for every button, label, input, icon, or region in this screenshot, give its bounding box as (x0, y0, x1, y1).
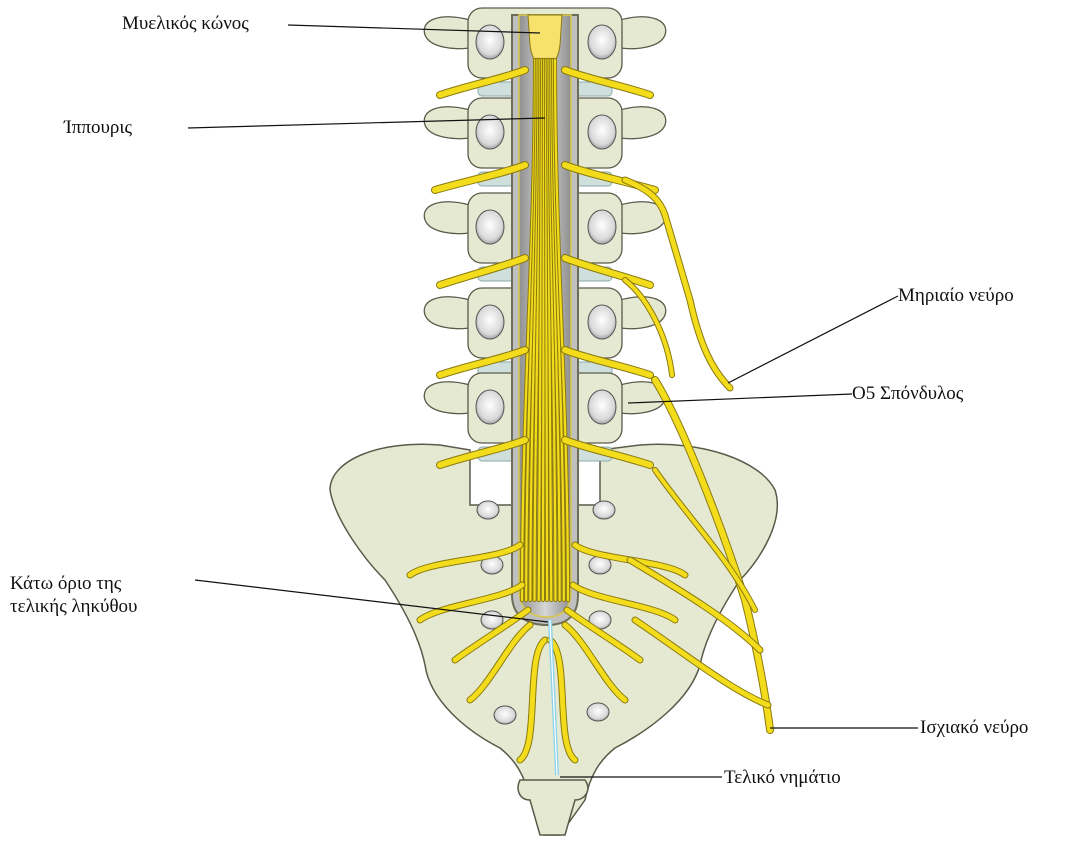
transverse-process-left (424, 17, 470, 49)
pedicle-right (588, 305, 616, 339)
label-sac-limit-line2: τελικής ληκύθου (10, 595, 137, 618)
label-sac-limit-line1: Κάτω όριο της (10, 572, 121, 595)
pedicle-left (476, 305, 504, 339)
leader-femoral (728, 296, 898, 383)
pedicle-right (588, 25, 616, 59)
pedicle-left (476, 210, 504, 244)
label-filum-terminale: Τελικό νημάτιο (724, 766, 841, 789)
transverse-process-right (620, 17, 666, 49)
sacral-foramen (477, 501, 499, 519)
pedicle-right (588, 390, 616, 424)
label-femoral-nerve: Μηριαίο νεύρο (898, 284, 1014, 307)
label-cauda-equina: Ίππουρις (64, 116, 132, 139)
cauda-strand (543, 60, 544, 600)
label-conus-medullaris: Μυελικός κώνος (122, 12, 249, 35)
pedicle-left (476, 390, 504, 424)
transverse-process-left (424, 202, 470, 234)
transverse-process-left (424, 107, 470, 139)
transverse-process-left (424, 382, 470, 414)
sacral-foramen (494, 706, 516, 724)
label-l5-vertebra: Ο5 Σπόνδυλος (852, 382, 963, 405)
transverse-process-right (620, 107, 666, 139)
transverse-process-left (424, 297, 470, 329)
sacral-foramen (587, 703, 609, 721)
pedicle-left (476, 25, 504, 59)
pedicle-right (588, 115, 616, 149)
label-sciatic-nerve: Ισχιακό νεύρο (920, 716, 1028, 739)
sacral-foramen (593, 501, 615, 519)
pedicle-right (588, 210, 616, 244)
